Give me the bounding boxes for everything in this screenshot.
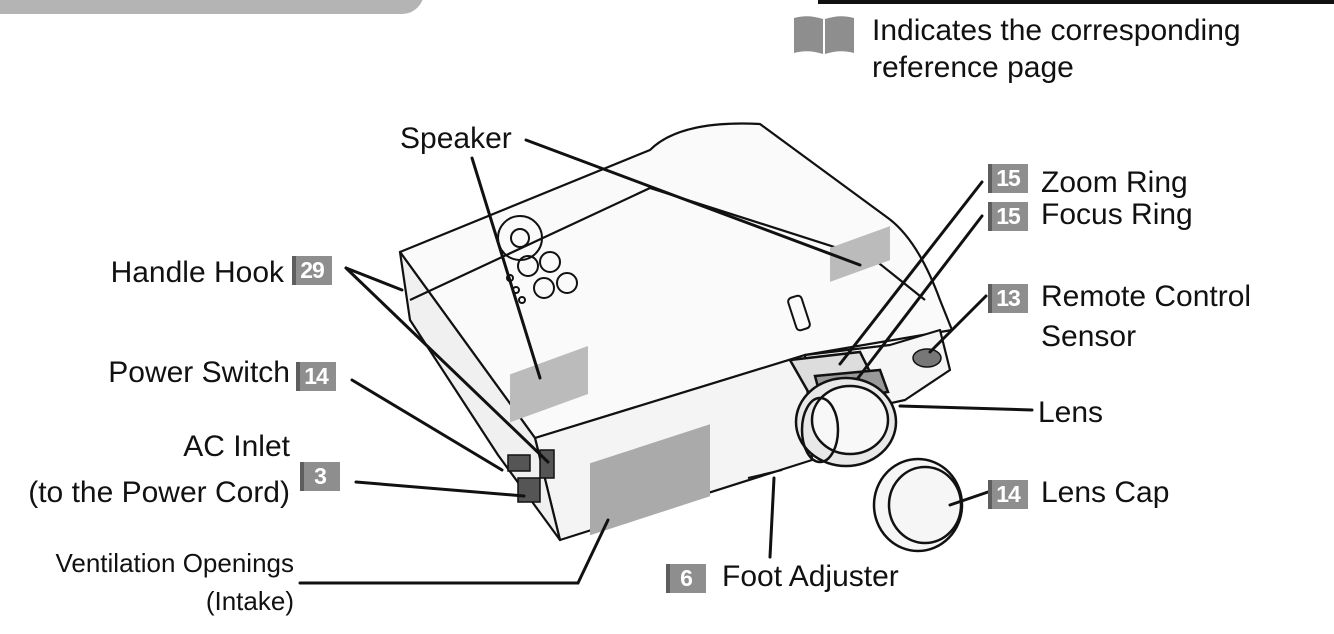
label-power-switch: Power Switch — [40, 356, 290, 390]
label-ac-inlet-2: (to the Power Cord) — [0, 476, 290, 510]
label-vent-2: (Intake) — [80, 586, 294, 617]
lens-assembly — [790, 352, 896, 466]
page-badge-foot-adjuster: 6 — [666, 564, 706, 593]
label-lens: Lens — [1038, 396, 1103, 430]
label-focus-ring: Focus Ring — [1041, 198, 1193, 232]
label-vent-1: Ventilation Openings — [0, 548, 294, 579]
page-badge-lens-cap: 14 — [988, 480, 1028, 509]
page-badge-focus-ring: 15 — [988, 202, 1028, 231]
label-zoom-ring: Zoom Ring — [1041, 166, 1188, 200]
label-speaker: Speaker — [400, 122, 512, 156]
page-badge-remote-sensor: 13 — [988, 284, 1028, 313]
label-foot-adjuster: Foot Adjuster — [722, 560, 899, 594]
page-badge-zoom-ring: 15 — [988, 164, 1028, 193]
label-remote-sensor-2: Sensor — [1041, 320, 1136, 354]
label-handle-hook: Handle Hook — [60, 256, 284, 290]
label-lens-cap: Lens Cap — [1041, 476, 1169, 510]
page-badge-handle-hook: 29 — [292, 256, 332, 285]
page-badge-ac-inlet: 3 — [300, 462, 340, 491]
label-ac-inlet-1: AC Inlet — [40, 430, 290, 464]
label-remote-sensor-1: Remote Control — [1041, 280, 1251, 314]
page-badge-power-switch: 14 — [296, 362, 336, 391]
